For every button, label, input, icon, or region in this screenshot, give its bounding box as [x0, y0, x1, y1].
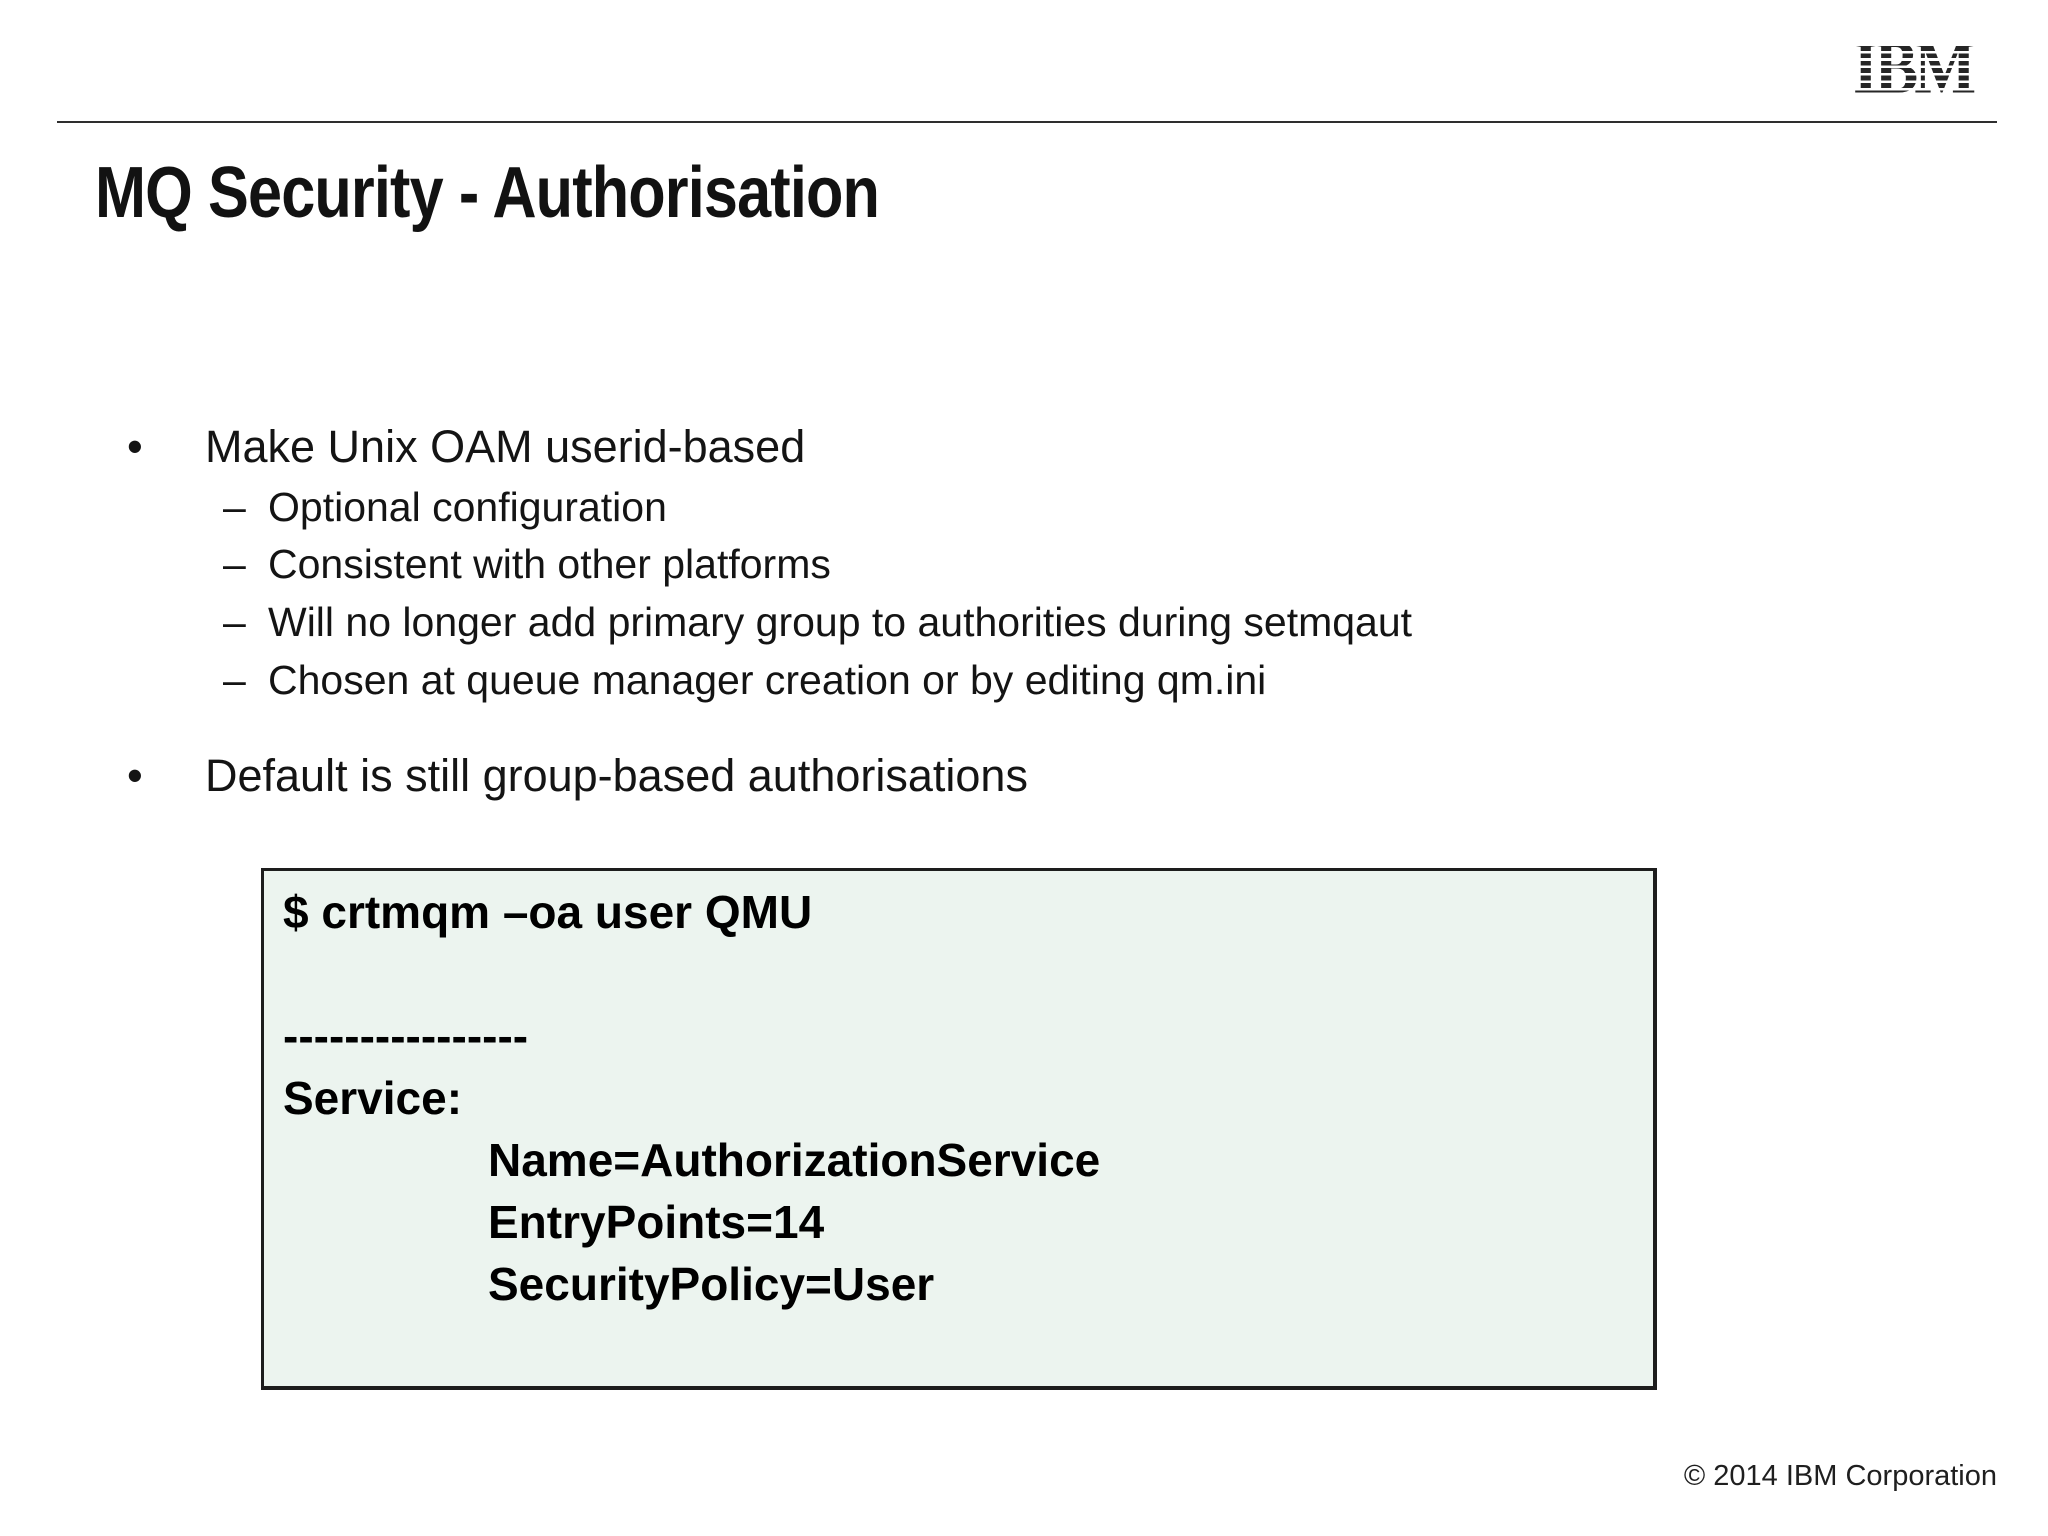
dash-icon: – — [223, 599, 246, 645]
ibm-logo-stripes — [1853, 46, 1999, 105]
dash-icon: – — [223, 541, 246, 587]
bullet-text: Chosen at queue manager creation or by e… — [268, 657, 1267, 703]
code-line: ---------------- — [283, 1010, 529, 1062]
code-box: $ crtmqm –oa user QMU ---------------- S… — [261, 868, 1657, 1390]
code-line: SecurityPolicy=User — [488, 1258, 935, 1310]
ibm-logo: IBM — [1853, 46, 1999, 105]
bullet-item: – Will no longer add primary group to au… — [0, 597, 2048, 647]
bullet-text: Consistent with other platforms — [268, 541, 831, 587]
bullet-item: – Consistent with other platforms — [0, 539, 2048, 589]
copyright-notice: © 2014 IBM Corporation — [1683, 1460, 1997, 1492]
code-line: Name=AuthorizationService — [488, 1134, 1101, 1186]
bullet-item: – Optional configuration — [0, 482, 2048, 532]
dash-icon: – — [223, 657, 246, 703]
header-divider — [57, 121, 1997, 123]
bullet-item: • Default is still group-based authorisa… — [0, 748, 2048, 804]
bullet-item: • Make Unix OAM userid-based — [0, 419, 2048, 475]
code-line: Service: — [283, 1072, 463, 1124]
code-line: EntryPoints=14 — [488, 1196, 825, 1248]
bullet-text: Default is still group-based authorisati… — [205, 750, 1028, 801]
bullet-text: Will no longer add primary group to auth… — [268, 599, 1413, 645]
bullet-text: Make Unix OAM userid-based — [205, 421, 806, 472]
page-title: MQ Security - Authorisation — [95, 153, 880, 233]
code-line: $ crtmqm –oa user QMU — [283, 886, 813, 938]
code-line — [283, 943, 1653, 1005]
dash-icon: – — [223, 484, 246, 530]
bullet-icon: • — [127, 750, 143, 801]
bullet-item: – Chosen at queue manager creation or by… — [0, 655, 2048, 705]
bullet-icon: • — [127, 421, 143, 472]
bullet-text: Optional configuration — [268, 484, 667, 530]
